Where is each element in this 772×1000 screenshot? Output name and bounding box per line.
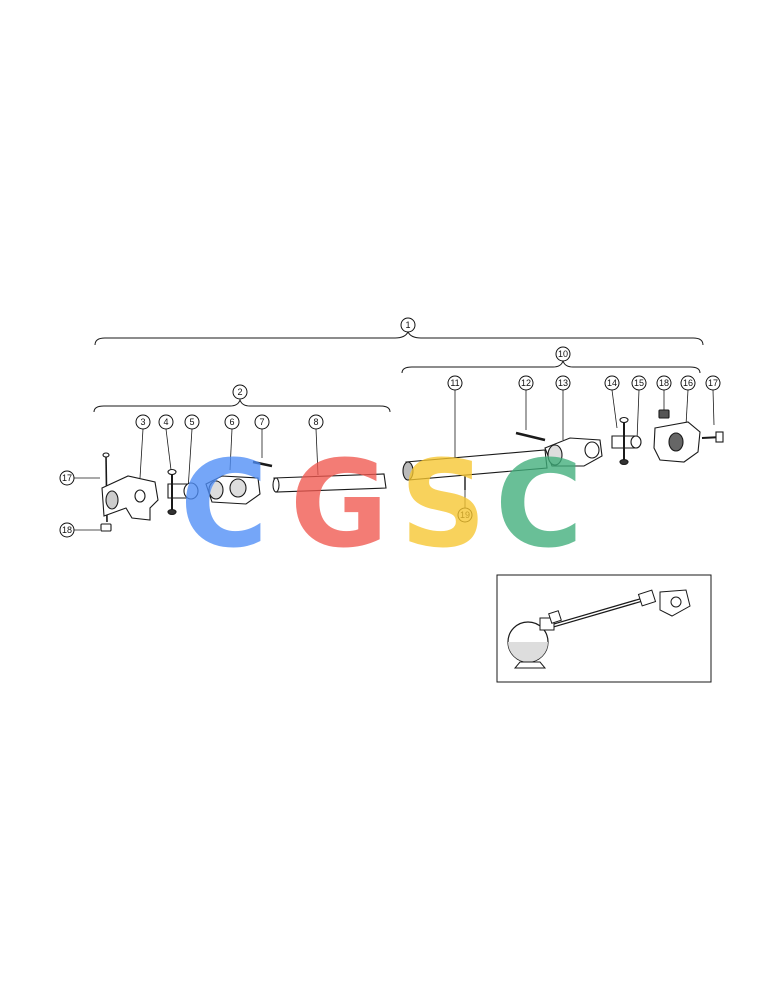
svg-text:16: 16 bbox=[683, 378, 693, 388]
pin-7 bbox=[252, 460, 273, 468]
callout-1: 1 bbox=[400, 317, 416, 333]
callout-16: 16 bbox=[680, 375, 696, 391]
bearing-15 bbox=[630, 435, 642, 449]
callout-18-right: 18 bbox=[656, 375, 672, 391]
nut-18-left bbox=[100, 523, 112, 532]
svg-text:4: 4 bbox=[163, 417, 168, 427]
callout-13: 13 bbox=[555, 375, 571, 391]
bearing-5 bbox=[183, 482, 199, 500]
svg-text:17: 17 bbox=[62, 473, 72, 483]
parts-left bbox=[100, 452, 387, 532]
callout-3: 3 bbox=[135, 414, 151, 430]
svg-text:10: 10 bbox=[558, 349, 568, 359]
bracket-assembly-10 bbox=[401, 359, 701, 374]
bracket-assembly-2 bbox=[93, 398, 391, 413]
svg-text:1: 1 bbox=[405, 320, 410, 330]
svg-text:15: 15 bbox=[634, 378, 644, 388]
callout-11: 11 bbox=[447, 375, 463, 391]
svg-text:5: 5 bbox=[189, 417, 194, 427]
svg-text:17: 17 bbox=[708, 378, 718, 388]
callout-8: 8 bbox=[308, 414, 324, 430]
bracket-assembly-1 bbox=[94, 330, 704, 346]
svg-text:6: 6 bbox=[229, 417, 234, 427]
callout-18-left: 18 bbox=[59, 522, 75, 538]
svg-text:14: 14 bbox=[607, 378, 617, 388]
watermark-letter-c2: C bbox=[495, 436, 583, 575]
assembly-brackets bbox=[93, 330, 704, 413]
callout-6: 6 bbox=[224, 414, 240, 430]
watermark-logo: C G S C bbox=[180, 436, 583, 575]
svg-text:11: 11 bbox=[450, 378, 459, 388]
callout-15: 15 bbox=[631, 375, 647, 391]
svg-text:8: 8 bbox=[313, 417, 318, 427]
svg-text:18: 18 bbox=[659, 378, 669, 388]
svg-text:3: 3 bbox=[140, 417, 145, 427]
pin-12 bbox=[515, 431, 546, 442]
svg-text:2: 2 bbox=[237, 387, 242, 397]
watermark-letter-c1: C bbox=[180, 436, 268, 575]
nut-18-right bbox=[658, 409, 670, 419]
callout-2: 2 bbox=[232, 384, 248, 400]
watermark-letter-s: S bbox=[400, 436, 486, 575]
callout-4: 4 bbox=[158, 414, 174, 430]
svg-text:7: 7 bbox=[259, 417, 264, 427]
callout-19: 19 bbox=[457, 507, 473, 523]
yoke-3 bbox=[101, 475, 159, 521]
callout-5: 5 bbox=[184, 414, 200, 430]
callout-7: 7 bbox=[254, 414, 270, 430]
callout-12: 12 bbox=[518, 375, 534, 391]
callout-17-right: 17 bbox=[705, 375, 721, 391]
svg-text:18: 18 bbox=[62, 525, 72, 535]
callout-17-left: 17 bbox=[59, 470, 75, 486]
parts-right bbox=[402, 409, 724, 490]
callouts: 1 10 2 3 4 5 6 7 8 11 12 13 14 15 18 16 … bbox=[59, 317, 721, 538]
watermark-letter-g: G bbox=[290, 436, 389, 575]
leader-lines bbox=[74, 389, 715, 531]
svg-text:19: 19 bbox=[460, 510, 470, 520]
svg-text:12: 12 bbox=[521, 378, 531, 388]
inset-installed-view bbox=[496, 574, 712, 683]
svg-text:13: 13 bbox=[558, 378, 568, 388]
callout-14: 14 bbox=[604, 375, 620, 391]
callout-10: 10 bbox=[555, 346, 571, 362]
